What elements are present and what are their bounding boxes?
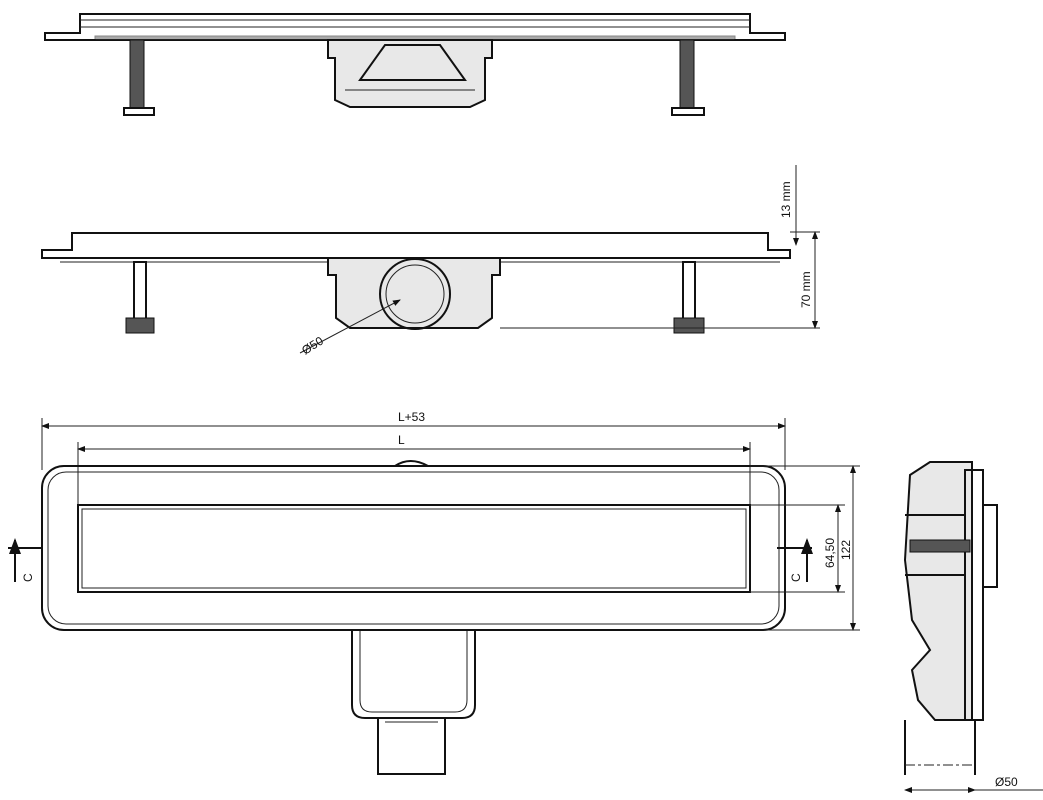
front-view: 13 mm 70 mm Ø50	[41, 165, 820, 358]
side-view: Ø50	[903, 461, 1043, 793]
dim-overall-length: L+53	[398, 410, 425, 424]
dim-13mm: 13 mm	[779, 181, 793, 218]
dim-grate-width: 64,50	[823, 538, 837, 568]
dim-outlet-side: Ø50	[995, 775, 1018, 789]
section-marker-left: C	[21, 573, 35, 582]
section-view	[44, 13, 786, 116]
section-marker-right: C	[789, 573, 803, 582]
top-view: L+53 L 64,50 122 C C	[8, 410, 860, 775]
dim-outlet-front: Ø50	[299, 333, 326, 357]
dim-overall-width: 122	[839, 540, 853, 560]
dim-grate-length: L	[398, 433, 405, 447]
dim-70mm: 70 mm	[799, 271, 813, 308]
